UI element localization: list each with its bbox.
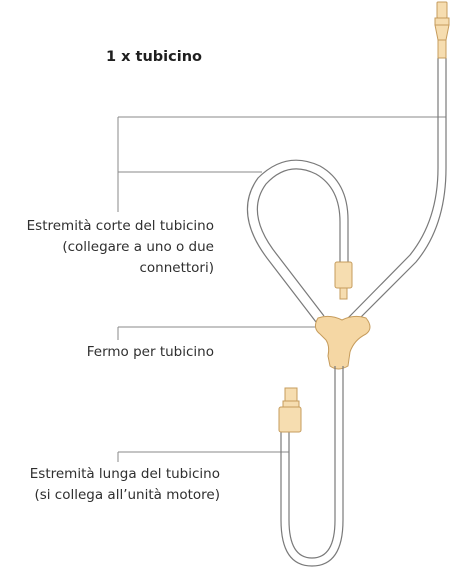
label-clip: Fermo per tubicino <box>30 342 214 363</box>
leader-long-end <box>117 451 289 462</box>
tube-loop-branch <box>246 159 349 323</box>
leader-short-ends <box>117 116 446 212</box>
label-long-end-line2: (si collega all’unità motore) <box>34 487 220 503</box>
leader-clip <box>117 326 322 340</box>
label-long-end-line1: Estremità lunga del tubicino <box>29 466 220 482</box>
top-connector <box>434 1 450 59</box>
tube-long-end <box>280 366 344 567</box>
label-short-ends-line2: (collegare a uno o due <box>62 239 214 255</box>
tube-long-right-branch <box>347 58 447 323</box>
label-short-ends: Estremità corte del tubicino (collegare … <box>8 216 214 279</box>
diagram-title: 1 x tubicino <box>106 49 202 65</box>
short-end-connector <box>334 261 353 300</box>
label-short-ends-line3: connettori) <box>139 260 214 276</box>
leader-lines <box>117 116 446 462</box>
long-end-connector <box>278 387 302 433</box>
label-clip-line1: Fermo per tubicino <box>86 344 214 360</box>
tube-clip <box>314 315 371 370</box>
label-long-end: Estremità lunga del tubicino (si collega… <box>8 464 220 506</box>
label-short-ends-line1: Estremità corte del tubicino <box>26 218 214 234</box>
